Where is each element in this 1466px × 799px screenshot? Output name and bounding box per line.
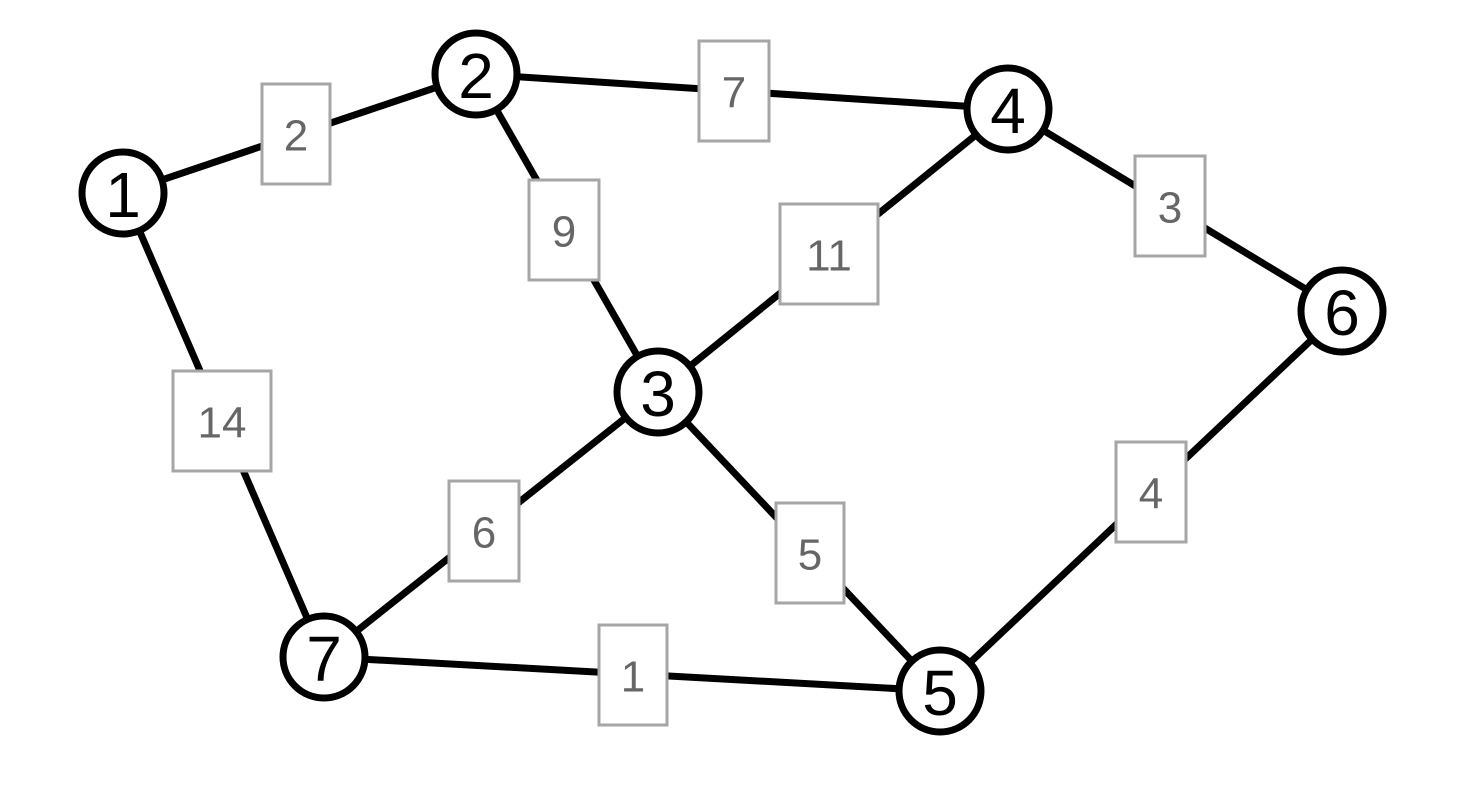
node-7: 7 bbox=[279, 612, 369, 702]
nodes-layer: 1 2 3 4 5 6 7 bbox=[78, 29, 1387, 736]
edge-weight-box bbox=[778, 202, 880, 306]
node-circle bbox=[78, 148, 168, 238]
edge-weight-value: 14 bbox=[198, 399, 247, 448]
edge-weight-label-7-5: 1 bbox=[597, 623, 669, 727]
edge-weight-value: 4 bbox=[1139, 470, 1163, 519]
node-label: 5 bbox=[922, 657, 958, 729]
node-label: 1 bbox=[105, 159, 141, 231]
edge-weight-label-4-6: 3 bbox=[1133, 154, 1207, 258]
node-label: 2 bbox=[458, 40, 494, 112]
node-4: 4 bbox=[963, 64, 1053, 154]
edge-weight-box bbox=[697, 39, 771, 143]
node-2: 2 bbox=[431, 29, 521, 119]
edge-weight-value: 5 bbox=[798, 531, 822, 580]
edge-weight-box bbox=[597, 623, 669, 727]
edge-weights-layer: 2 7 9 11 3 14 6 5 4 1 bbox=[171, 39, 1207, 727]
node-circle bbox=[1297, 266, 1387, 356]
node-circle bbox=[279, 612, 369, 702]
node-5: 5 bbox=[895, 646, 985, 736]
node-circle bbox=[431, 29, 521, 119]
edge-weight-value: 6 bbox=[472, 509, 496, 558]
edge-weight-box bbox=[1133, 154, 1207, 258]
node-1: 1 bbox=[78, 148, 168, 238]
edge-weight-box bbox=[527, 178, 601, 282]
edge-weight-value: 11 bbox=[806, 232, 852, 281]
edge-weight-value: 1 bbox=[621, 653, 645, 702]
node-label: 3 bbox=[640, 358, 676, 430]
node-6: 6 bbox=[1297, 266, 1387, 356]
edge-weight-value: 9 bbox=[552, 208, 576, 257]
edge-weight-label-1-2: 2 bbox=[260, 82, 332, 186]
edge-weight-box bbox=[171, 369, 273, 473]
node-circle bbox=[613, 347, 703, 437]
edge-weight-label-2-4: 7 bbox=[697, 39, 771, 143]
node-circle bbox=[895, 646, 985, 736]
edge-weight-box bbox=[774, 501, 846, 605]
edge-weight-label-1-7: 14 bbox=[171, 369, 273, 473]
edge-weight-box bbox=[260, 82, 332, 186]
edge-weight-box bbox=[1114, 440, 1188, 544]
edge-weight-value: 3 bbox=[1158, 184, 1182, 233]
edge-weight-label-6-5: 4 bbox=[1114, 440, 1188, 544]
node-circle bbox=[963, 64, 1053, 154]
edge-weight-value: 2 bbox=[284, 112, 308, 161]
node-3: 3 bbox=[613, 347, 703, 437]
edge-weight-label-3-5: 5 bbox=[774, 501, 846, 605]
edge-weight-box bbox=[447, 479, 521, 583]
node-label: 6 bbox=[1324, 277, 1360, 349]
edge-weight-label-3-7: 6 bbox=[447, 479, 521, 583]
node-label: 4 bbox=[990, 75, 1026, 147]
edge-weight-label-2-3: 9 bbox=[527, 178, 601, 282]
edge-weight-label-4-3: 11 bbox=[778, 202, 880, 306]
node-label: 7 bbox=[306, 623, 342, 695]
edge-weight-value: 7 bbox=[722, 69, 746, 118]
